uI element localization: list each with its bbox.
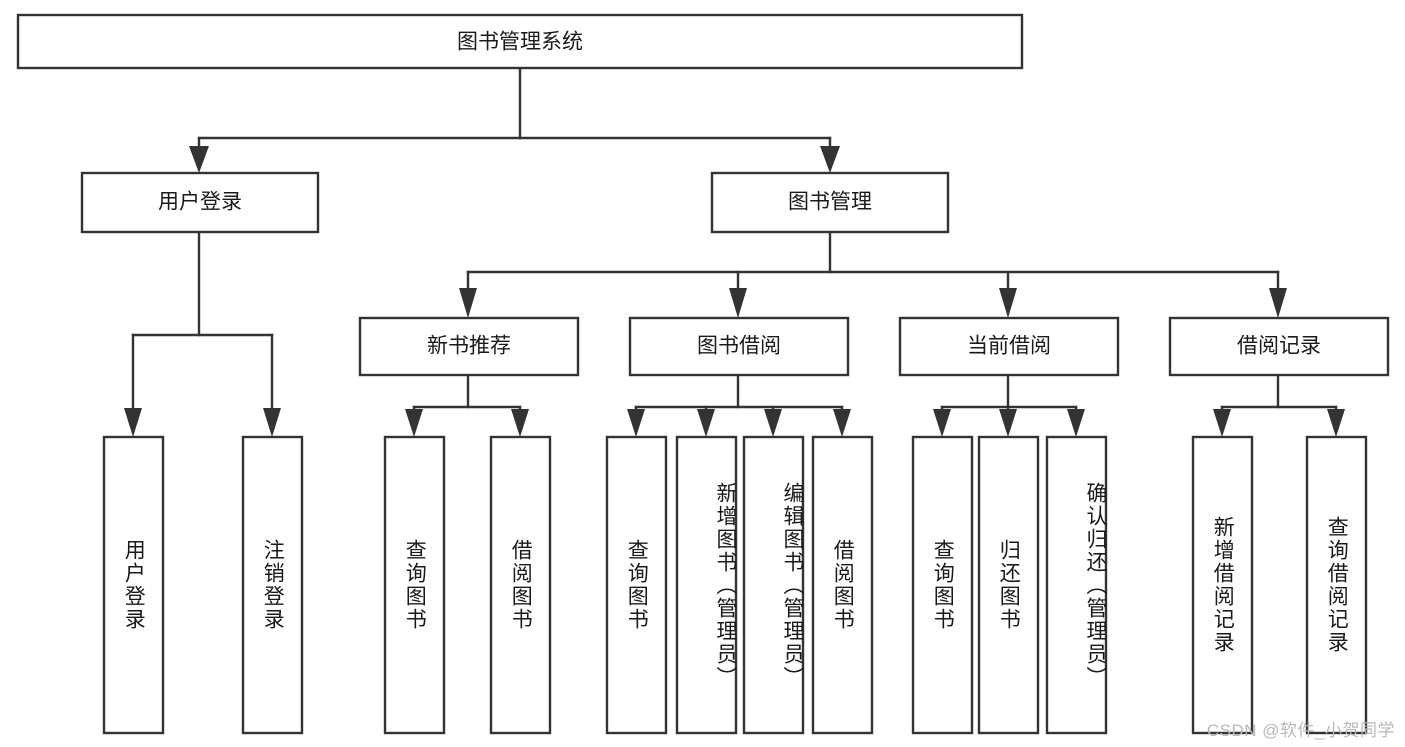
node-book-borrow[interactable]: 图书借阅 (628, 316, 850, 377)
arrow-head-leaf-borrow-book-1 (511, 409, 529, 437)
arrow-head-userlogin (189, 146, 209, 173)
arrow-head-newbook (459, 288, 477, 318)
arrow-head-leaf-return-book (999, 409, 1017, 437)
node-new-book-rec[interactable]: 新书推荐 (358, 316, 580, 377)
arrow-head-leaf-query-book-2 (627, 409, 645, 437)
node-layer: 图书管理系统 用户登录 图书管理 新书推荐 图书借阅 当前 (16, 13, 1390, 735)
node-root-label: 图书管理系统 (457, 31, 583, 54)
node-book-manage[interactable]: 图书管理 (710, 171, 950, 234)
arrow-head-bookborrow (729, 288, 747, 318)
node-borrow-record-box[interactable] (1168, 316, 1390, 377)
arrow-head-borrowrecord (1269, 288, 1287, 318)
node-leaf-add-record-box[interactable] (1191, 435, 1254, 735)
node-new-book-rec-label: 新书推荐 (427, 335, 511, 358)
node-root[interactable]: 图书管理系统 (16, 13, 1024, 70)
arrow-head-leaf-query-book-1 (405, 409, 423, 437)
node-leaf-confirm-return-box[interactable] (1045, 435, 1108, 735)
node-leaf-borrow-book-1-box[interactable] (489, 435, 552, 735)
arrow-head-leaf-user-login (124, 408, 142, 437)
node-leaf-edit-book-box[interactable] (742, 435, 805, 735)
connector-layer (124, 66, 1345, 437)
node-borrow-record-label: 借阅记录 (1237, 335, 1321, 358)
node-borrow-record[interactable]: 借阅记录 (1168, 316, 1390, 377)
node-leaf-return-book-box[interactable] (977, 435, 1040, 735)
node-book-borrow-box[interactable] (628, 316, 850, 377)
arrow-head-leaf-query-record (1327, 409, 1345, 437)
node-book-manage-label: 图书管理 (788, 191, 872, 214)
arrow-head-leaf-confirm-return (1067, 409, 1085, 437)
node-leaf-add-book-box[interactable] (675, 435, 738, 735)
node-current-borrow-label: 当前借阅 (967, 335, 1051, 358)
node-new-book-rec-box[interactable] (358, 316, 580, 377)
node-book-manage-box[interactable] (710, 171, 950, 234)
node-leaf-user-login-box[interactable] (102, 435, 165, 735)
node-user-login[interactable]: 用户登录 (80, 171, 320, 234)
arrow-head-leaf-logout (263, 408, 281, 437)
arrow-head-leaf-edit-book (764, 409, 782, 437)
node-leaf-query-book-2-box[interactable] (605, 435, 668, 735)
node-current-borrow[interactable]: 当前借阅 (898, 316, 1120, 377)
node-user-login-label: 用户登录 (158, 191, 242, 214)
node-current-borrow-box[interactable] (898, 316, 1120, 377)
node-leaf-borrow-book-2-box[interactable] (811, 435, 874, 735)
arrow-head-currentborrow (999, 288, 1017, 318)
arrow-head-leaf-add-record (1213, 409, 1231, 437)
node-leaf-logout-box[interactable] (241, 435, 304, 735)
node-book-borrow-label: 图书借阅 (697, 335, 781, 358)
arrow-head-bookmanage (820, 146, 840, 173)
node-root-box[interactable] (16, 13, 1024, 70)
node-user-login-box[interactable] (80, 171, 320, 234)
node-leaf-query-record-box[interactable] (1305, 435, 1368, 735)
node-leaf-query-book-1-box[interactable] (383, 435, 446, 735)
arrow-head-leaf-borrow-book-2 (833, 409, 851, 437)
csdn-watermark: CSDN @软件_小贺同学 (1206, 721, 1395, 740)
arrow-head-leaf-query-book-3 (933, 409, 951, 437)
arrow-head-leaf-add-book (697, 409, 715, 437)
node-leaf-query-book-3-box[interactable] (911, 435, 974, 735)
